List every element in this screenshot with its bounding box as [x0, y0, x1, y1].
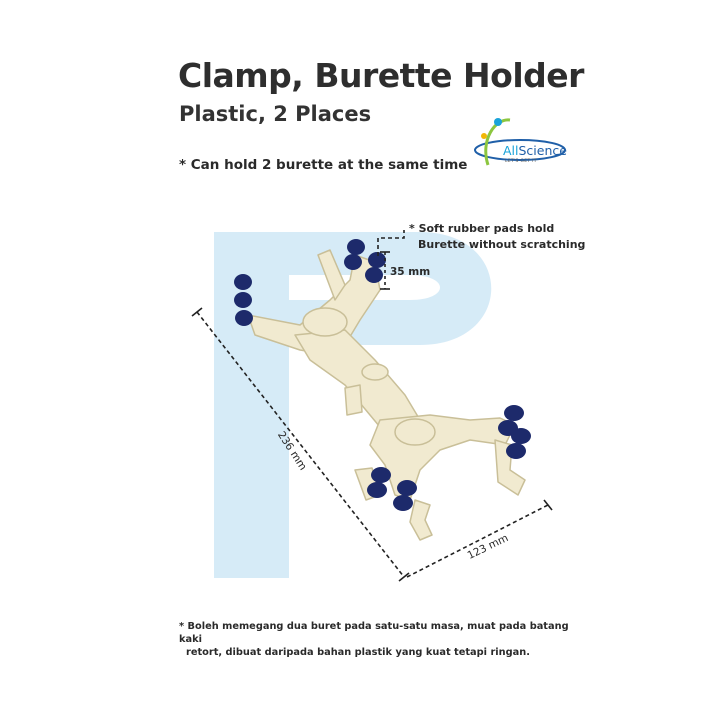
- watermark-p-shape: [214, 232, 492, 578]
- pad-note-line2: Burette without scratching: [418, 238, 586, 251]
- brand-logo-text: AllScience: [503, 143, 567, 158]
- dim-line-length: [196, 311, 405, 578]
- allscience-logo-mark: [474, 118, 566, 166]
- rubber-pad: [371, 467, 391, 483]
- rubber-pad: [511, 428, 531, 444]
- brand-name-prefix: All: [503, 143, 519, 158]
- pad-note: * Soft rubber pads hold Burette without …: [409, 221, 585, 253]
- rubber-pad: [504, 405, 524, 421]
- malay-description: * Boleh memegang dua buret pada satu-sat…: [179, 620, 579, 659]
- brand-tagline: LET'S GET IT: [505, 159, 537, 164]
- rubber-pad: [506, 443, 526, 459]
- rubber-pad: [368, 252, 386, 268]
- malay-line2: retort, dibuat daripada bahan plastik ya…: [186, 647, 530, 658]
- product-subtitle: Plastic, 2 Places: [179, 102, 372, 126]
- pad-callout-line: [377, 230, 405, 256]
- dim-line-width: [406, 504, 549, 578]
- clamp-body: [247, 249, 526, 541]
- rubber-pad: [235, 310, 253, 326]
- rubber-pad: [393, 495, 413, 511]
- product-title: Clamp, Burette Holder: [178, 56, 584, 95]
- rubber-pads: [234, 239, 531, 511]
- brand-name-rest: Science: [518, 143, 567, 158]
- pad-note-line1: * Soft rubber pads hold: [409, 222, 555, 235]
- rubber-pad: [234, 292, 252, 308]
- rubber-pad: [234, 274, 252, 290]
- malay-line1: * Boleh memegang dua buret pada satu-sat…: [179, 621, 569, 645]
- rubber-pad: [344, 254, 362, 270]
- rubber-pad: [367, 482, 387, 498]
- capacity-note: * Can hold 2 burette at the same time: [179, 157, 468, 173]
- rubber-pad: [365, 267, 383, 283]
- pad-gap-label: 35 mm: [390, 266, 431, 278]
- rubber-pad: [347, 239, 365, 255]
- dimension-lines: [191, 230, 553, 582]
- rubber-pad: [397, 480, 417, 496]
